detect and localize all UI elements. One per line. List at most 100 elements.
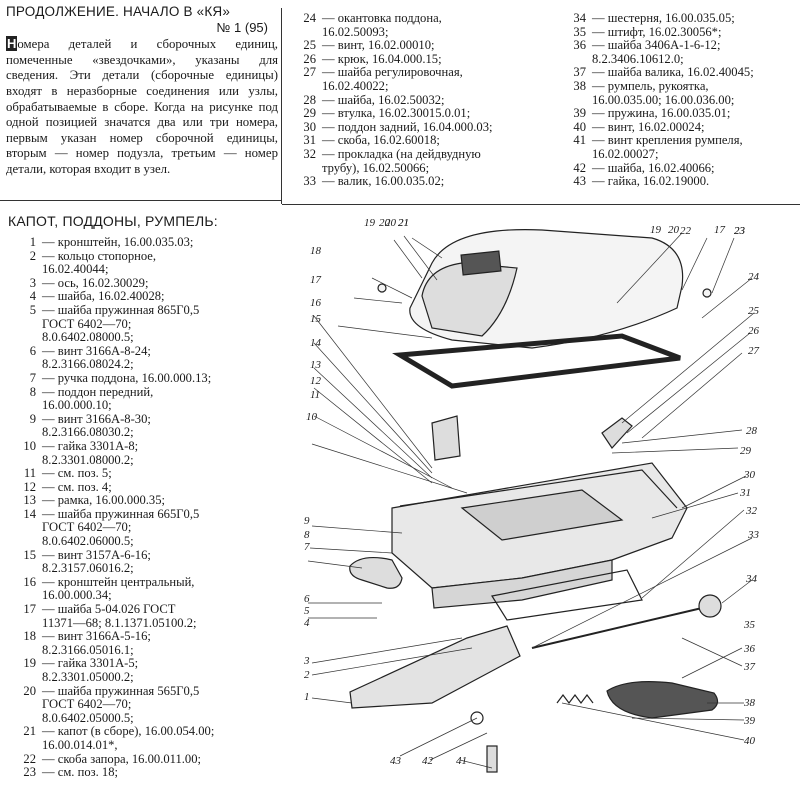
callout-26: 26 (748, 325, 760, 337)
part-item: 9— винт 3166А-8-30; 8.2.3166.08030.2; (6, 412, 268, 440)
tray-cavity (460, 489, 624, 541)
gasket-plate (491, 569, 643, 621)
part-description: — гайка, 16.02.19000. (592, 174, 710, 189)
callout-15: 15 (310, 313, 322, 325)
callout-12: 12 (310, 375, 322, 387)
part-number: 6 (29, 343, 36, 358)
part-number: 43 (573, 174, 586, 189)
part-item: 3— ось, 16.02.30029; (6, 275, 268, 291)
part-item: 18 — винт 3166А-5-16; 8.2.3166.05016.1; (6, 629, 268, 657)
part-number: 18 (23, 629, 36, 644)
part-description: — винт 3166А-5-16; 8.2.3166.05016.1; (42, 629, 151, 657)
section-title: КАПОТ, ПОДДОНЫ, РУМПЕЛЬ: (8, 213, 218, 229)
part-item: 24— окантовка поддона, 16.02.50093; (286, 11, 548, 39)
part-item: 13— рамка, 16.00.000.35; (6, 494, 268, 508)
tiller-grip (606, 681, 719, 719)
callout-6: 6 (304, 593, 310, 605)
part-item: 32— прокладка (на дейдвудную трубу), 16.… (286, 146, 548, 175)
part-description: — штифт, 16.02.30056*; (592, 24, 722, 39)
part-number: 30 (303, 119, 316, 134)
part-item: 21— капот (в сборе), 16.00.054.00; 16.00… (6, 725, 268, 752)
parts-list-right: 34— шестерня, 16.00.035.05;35— штифт, 16… (556, 11, 796, 189)
part-item: 12— см. поз. 4; (6, 479, 268, 495)
section-divider (0, 200, 282, 201)
part-number: 25 (303, 38, 316, 53)
part-item: 40 — винт, 16.02.00024; (556, 119, 796, 135)
part-description: — шайба 3406А-1-6-12; 8.2.3406.10612.0; (592, 38, 721, 66)
part-item: 8— поддон передний, 16.00.000.10; (6, 384, 268, 413)
leader-lines (307, 232, 755, 769)
issue-number: № 1 (95) (216, 19, 268, 35)
part-item: 14— шайба пружинная 665Г0,5 ГОСТ 6402—70… (6, 507, 268, 549)
part-description: — шайба 5-04.026 ГОСТ 11371—68; 8.1.1371… (42, 602, 197, 630)
callout-30: 30 (743, 469, 756, 481)
part-item: 22— скоба запора, 16.00.011.00; (6, 751, 268, 767)
part-item: 41— винт крепления румпеля, 16.02.00027; (556, 133, 796, 161)
part-description: — шайба, 16.02.40028; (42, 289, 165, 304)
callout-33: 33 (747, 529, 760, 541)
part-item: 38— румпель, рукоятка, 16.00.035.00; 16.… (556, 78, 796, 107)
part-description: — шайба, 16.02.50032; (322, 92, 445, 107)
part-number: 40 (573, 119, 586, 134)
callout-extra-21: 21 (398, 217, 409, 229)
callout-3: 3 (303, 655, 310, 667)
part-description: — винт, 16.02.00024; (592, 119, 705, 134)
callout-7: 7 (304, 541, 310, 553)
part-description: — см. поз. 18; (42, 765, 118, 780)
part-item: 15— винт 3157А-6-16; 8.2.3157.06016.2; (6, 548, 268, 576)
callout-5: 5 (304, 605, 310, 617)
callout-27: 27 (748, 345, 760, 357)
part-description: — ручка поддона, 16.00.000.13; (42, 370, 212, 385)
spring-shape (556, 694, 594, 704)
part-number: 4 (29, 289, 36, 304)
part-description: — кронштейн центральный, 16.00.000.34; (42, 574, 195, 603)
part-number: 13 (23, 493, 36, 508)
part-number: 27 (303, 65, 316, 80)
part-description: — см. поз. 4; (42, 479, 112, 494)
part-description: — шайба, 16.02.40066; (592, 160, 715, 175)
part-number: 11 (23, 466, 36, 481)
part-item: 27— шайба регулировочная, 16.02.40022; (286, 66, 548, 93)
shaft-line (531, 607, 703, 649)
part-item: 6 — винт 3166А-8-24; 8.2.3166.08024.2; (6, 343, 268, 372)
callout-9: 9 (304, 515, 310, 527)
part-description: — скоба запора, 16.00.011.00; (42, 751, 202, 766)
part-description: — гайка 3301А-5; 8.2.3301.05000.2; (42, 656, 139, 684)
part-item: 19— гайка 3301А-5; 8.2.3301.05000.2; (6, 657, 268, 684)
part-description: — гайка 3301А-8; 8.2.3301.08000.2; (42, 438, 139, 467)
part-number: 20 (23, 683, 36, 698)
part-item: 5— шайба пружинная 865Г0,5 ГОСТ 6402—70;… (6, 303, 268, 345)
part-number: 38 (573, 78, 586, 93)
part-number: 3 (29, 275, 36, 290)
callout-43: 43 (390, 755, 402, 767)
hood-logo-plate (460, 250, 502, 276)
part-number: 35 (573, 24, 586, 39)
callout-23: 23 (734, 225, 746, 237)
gasket-rim (392, 333, 681, 389)
callout-11: 11 (310, 389, 320, 401)
part-item: 10— гайка 3301А-8; 8.2.3301.08000.2; (6, 438, 268, 467)
callout-4: 4 (304, 617, 310, 629)
parts-list-left: 1— кронштейн, 16.00.035.03;2— кольцо сто… (6, 235, 268, 780)
part-number: 31 (303, 133, 316, 148)
part-number: 32 (303, 146, 316, 161)
part-description: — поддон передний, 16.00.000.10; (42, 384, 154, 413)
part-number: 26 (303, 51, 316, 66)
part-item: 11— см. поз. 5; (6, 466, 268, 481)
screw-23 (702, 288, 712, 298)
callout-42: 42 (422, 755, 434, 767)
part-number: 24 (303, 11, 316, 25)
callout-29: 29 (740, 445, 752, 457)
callout-25: 25 (748, 305, 760, 317)
callout-31: 31 (739, 487, 751, 499)
callout-38: 38 (743, 697, 756, 709)
callout-18: 18 (310, 245, 322, 257)
callout-extra-23: 23 (734, 225, 746, 237)
part-description: — винт 3166А-8-24; 8.2.3166.08024.2; (42, 343, 151, 372)
tray-rim (399, 469, 678, 509)
callout-extra-20: 20 (668, 224, 680, 236)
part-number: 1 (29, 235, 36, 249)
part-number: 34 (573, 11, 586, 25)
part-item: 30— поддон задний, 16.04.000.03; (286, 119, 548, 135)
